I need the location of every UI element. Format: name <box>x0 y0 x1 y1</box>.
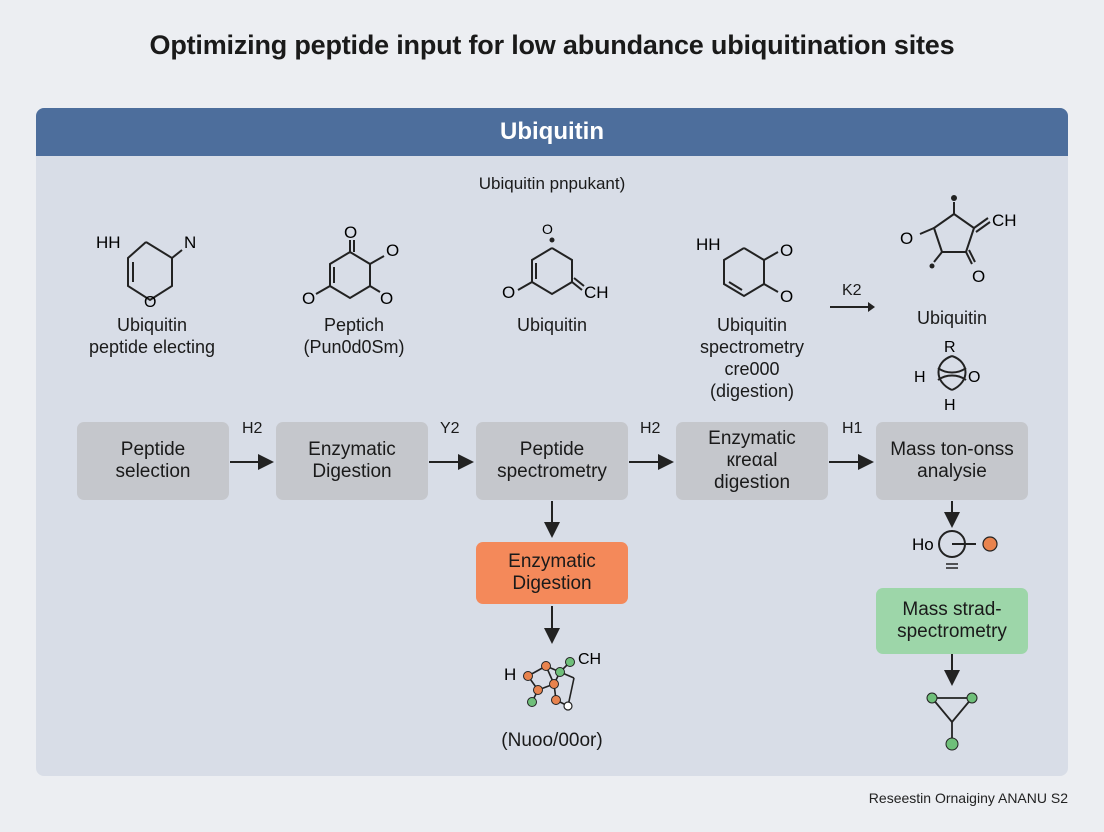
svg-text:O: O <box>344 223 357 242</box>
flow-arrows <box>230 454 960 686</box>
svg-text:H: H <box>914 369 926 386</box>
molecule-structure-4: HH O O <box>696 235 793 306</box>
svg-text:H: H <box>504 665 516 684</box>
panel-subtitle: Ubiquitin pnpukant) <box>478 174 626 193</box>
branch-mass-spectrometry: Mass strad- spectrometry <box>876 588 1028 654</box>
svg-text:HH: HH <box>696 235 721 254</box>
svg-text:O: O <box>900 229 913 248</box>
funnel-node-icon <box>926 692 978 751</box>
molecule-structure-5b: R H O H <box>914 339 980 414</box>
svg-text:O: O <box>780 241 793 260</box>
svg-text:O: O <box>302 289 315 308</box>
footer-credit: Reseestin Ornaiginy ANANU S2 <box>868 790 1068 806</box>
branch-enzymatic-digestion: Enzymatic Digestion <box>476 542 628 604</box>
step-peptide-spectrometry: Peptide spectrometry <box>476 422 628 500</box>
arrow-label-4: H1 <box>842 420 863 437</box>
svg-text:CH: CH <box>584 283 609 302</box>
svg-text:CH: CH <box>992 211 1017 230</box>
molecule-structure-2: O O O O <box>302 223 399 308</box>
svg-text:N: N <box>184 233 196 252</box>
molecule-ho-icon: Ho <box>912 530 998 569</box>
svg-text:O: O <box>386 241 399 260</box>
arrow-label-2: Y2 <box>440 420 460 437</box>
step-enzymatic-digestion-2: Enzymatic кreαal digestion <box>676 422 828 500</box>
structure-4-label: Ubiquitin spectrometry cre000 (digestion… <box>699 315 805 401</box>
molecule-structure-1: HH N O <box>96 233 196 310</box>
svg-text:O: O <box>144 294 156 310</box>
structure-3-label: Ubiquitin <box>516 315 588 335</box>
molecule-structure-3: O O CH <box>502 221 609 302</box>
svg-text:O: O <box>502 283 515 302</box>
svg-text:Ho: Ho <box>912 535 934 554</box>
molecule-label: (Nuoo/00or) <box>501 730 603 751</box>
structure-5-label: Ubiquitin <box>916 308 988 328</box>
svg-text:O: O <box>542 221 553 237</box>
molecule-network-icon: H CH <box>504 651 601 711</box>
step-enzymatic-digestion: Enzymatic Digestion <box>276 422 428 500</box>
svg-text:O: O <box>972 267 985 286</box>
structure-5-arrow-label: K2 <box>842 282 862 299</box>
arrow-label-3: H2 <box>640 420 661 437</box>
step-peptide-selection: Peptide selection <box>77 422 229 500</box>
diagram-panel: Ubiquitin Ubiquitin pnpukant) HH N O Ubi… <box>36 108 1068 776</box>
svg-text:O: O <box>380 289 393 308</box>
svg-text:R: R <box>944 339 956 356</box>
svg-text:HH: HH <box>96 233 121 252</box>
right-arrow-icon <box>830 302 875 312</box>
svg-text:CH: CH <box>578 651 601 668</box>
step-mass-analysis: Mass ton-onss analysie <box>876 422 1028 500</box>
panel-header: Ubiquitin <box>36 108 1068 156</box>
molecule-structure-5: O CH O <box>900 195 1017 286</box>
arrow-label-1: H2 <box>242 420 263 437</box>
structure-2-label: Peptich (Pun0d0Sm) <box>303 315 405 357</box>
page-title: Optimizing peptide input for low abundan… <box>149 30 955 60</box>
svg-text:O: O <box>968 369 980 386</box>
structure-1-label: Ubiquitin peptide electing <box>88 315 216 357</box>
svg-text:O: O <box>780 287 793 306</box>
svg-text:H: H <box>944 397 956 414</box>
